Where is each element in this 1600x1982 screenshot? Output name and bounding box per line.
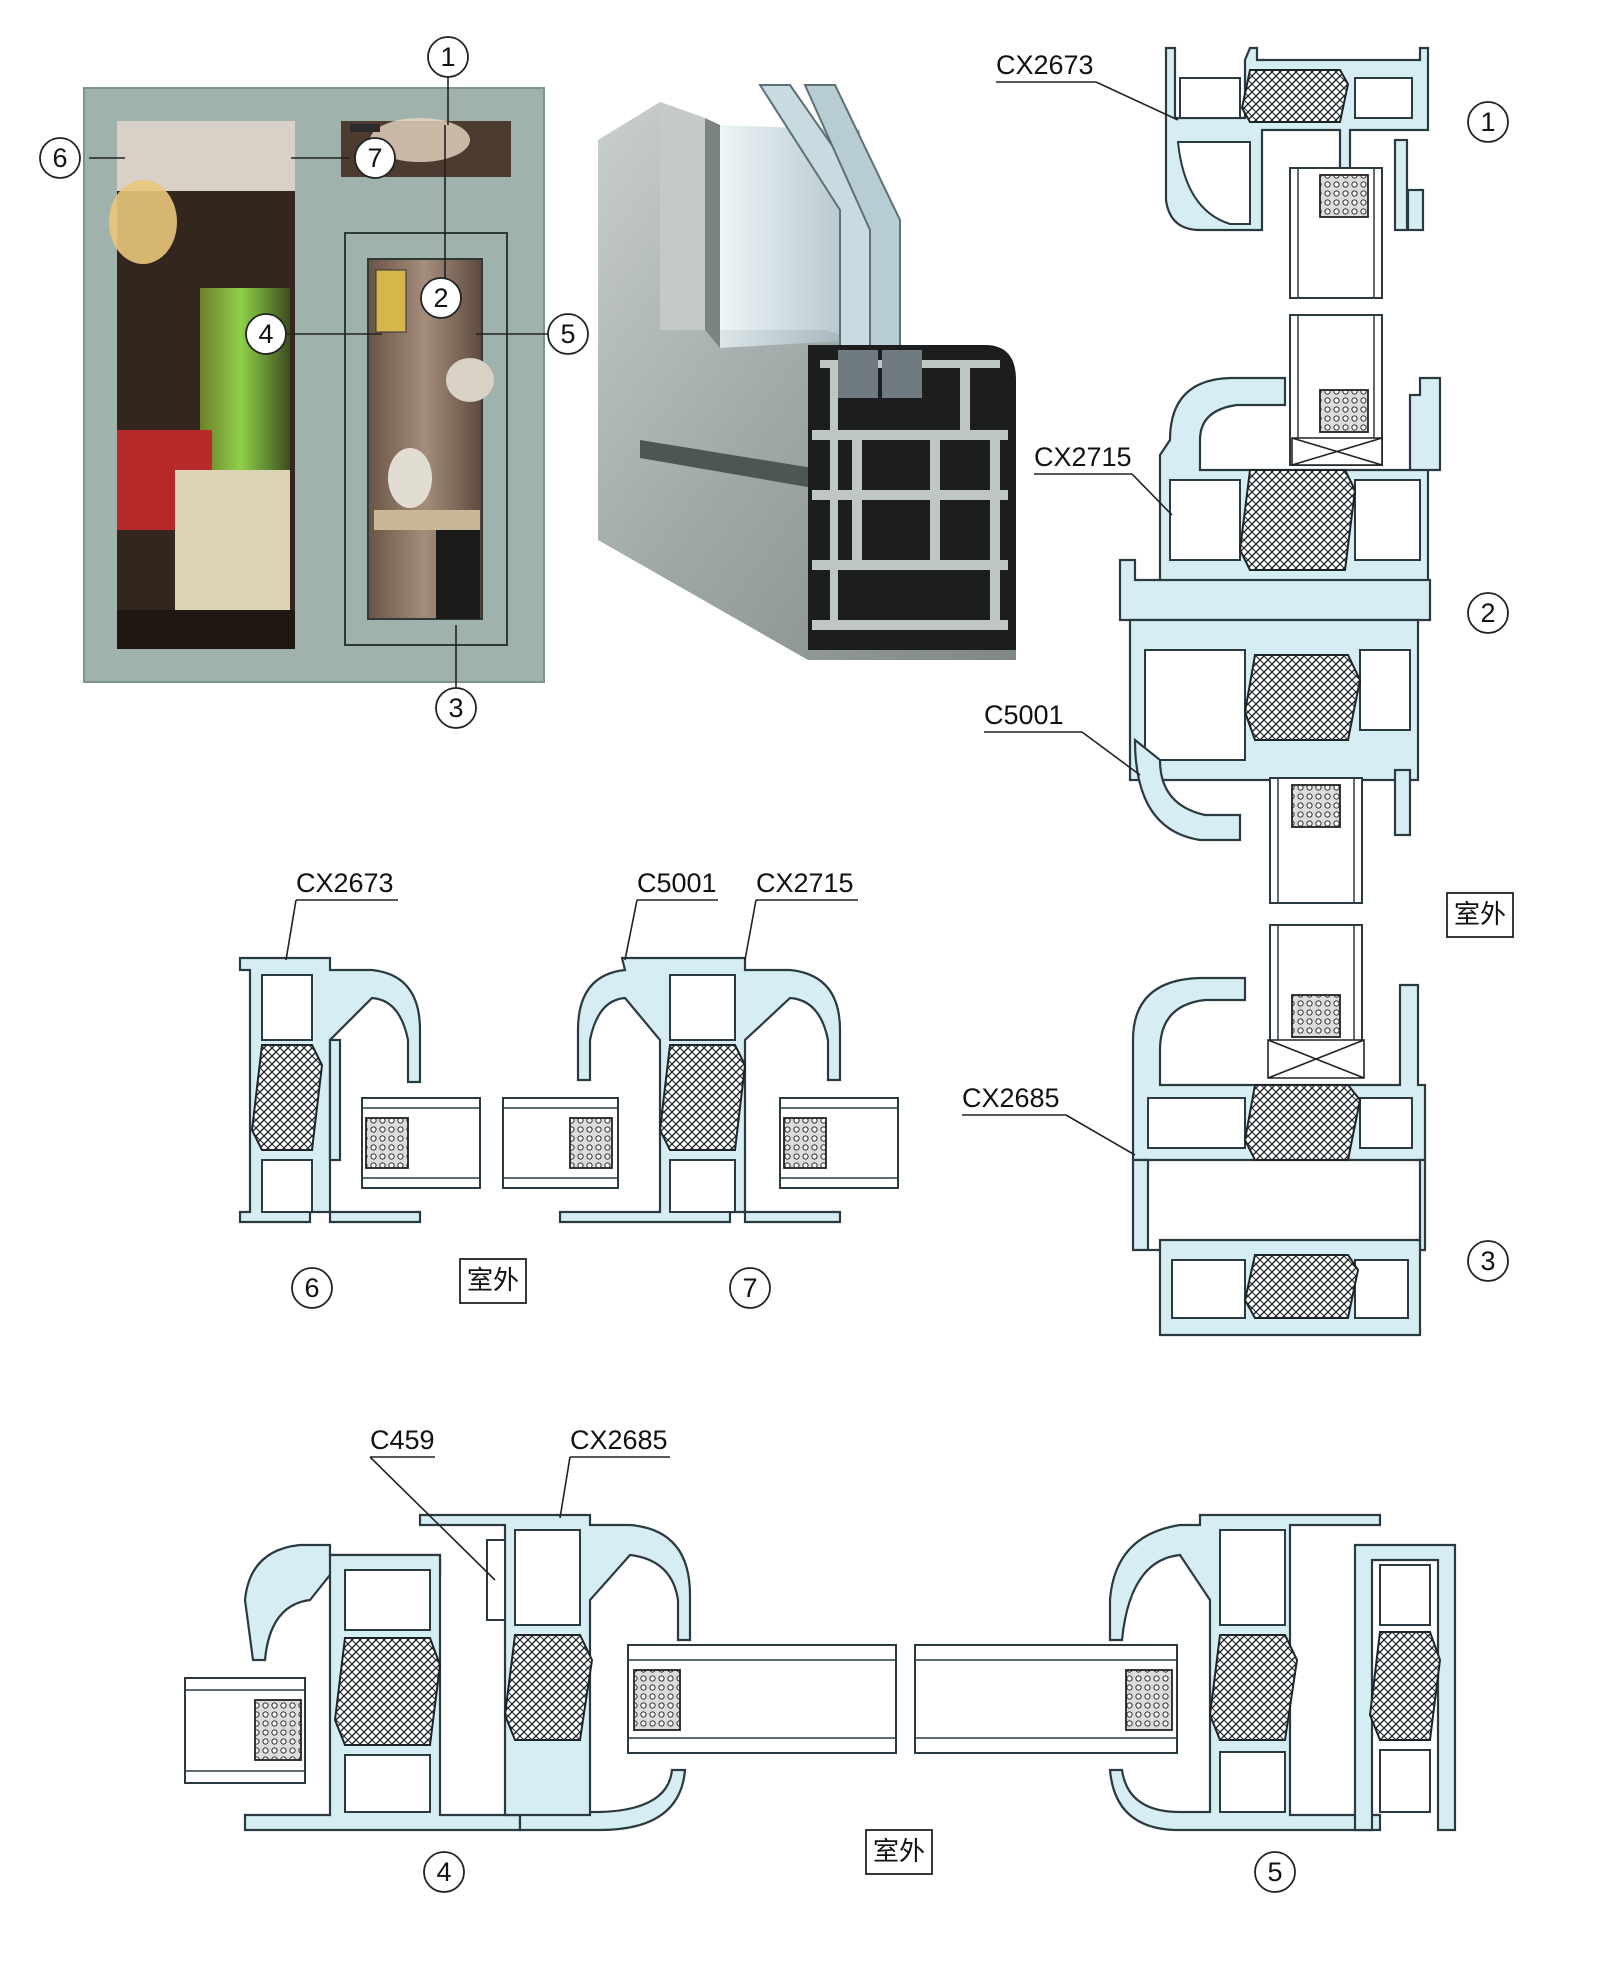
bottom-section-labels: C459 CX2685 4 5 室外: [369, 1425, 1296, 1893]
callout-2: 2: [420, 277, 462, 319]
photo-callouts: 1 2 3 4 5 6 7: [39, 36, 589, 729]
label-cx2673-mid: CX2673: [296, 868, 394, 898]
section-number-4: 4: [423, 1851, 465, 1893]
vertical-section-labels: CX2673 CX2715 C5001 CX2685 1 2 3 室外: [962, 50, 1514, 1282]
label-cx2715-right: CX2715: [1034, 442, 1132, 472]
middle-section-labels: CX2673 C5001 CX2715 6 7 室外: [285, 868, 858, 1309]
label-cx2685-right: CX2685: [962, 1083, 1060, 1113]
label-c5001-right: C5001: [984, 700, 1064, 730]
glazing-lower: [1267, 777, 1365, 1079]
svg-text:2: 2: [1480, 598, 1495, 628]
svg-text:室外: 室外: [1454, 900, 1506, 930]
svg-text:4: 4: [258, 319, 273, 349]
outdoor-label-bottom: 室外: [865, 1829, 933, 1875]
vertical-section: [1118, 46, 1442, 1337]
svg-text:7: 7: [367, 143, 382, 173]
section-5-profile: [1108, 1513, 1457, 1832]
svg-text:5: 5: [1267, 1857, 1282, 1887]
svg-text:1: 1: [440, 42, 455, 72]
svg-text:2: 2: [433, 283, 448, 313]
label-c459: C459: [370, 1425, 435, 1455]
section-number-3: 3: [1467, 1240, 1509, 1282]
section-7-profile: [558, 956, 842, 1224]
corner-render: [598, 84, 1016, 660]
middle-section: [238, 956, 899, 1224]
callout-6: 6: [39, 137, 81, 179]
section-number-1: 1: [1467, 101, 1509, 143]
svg-text:3: 3: [448, 693, 463, 723]
svg-text:室外: 室外: [873, 1837, 925, 1867]
photo-callout-leaders: [89, 70, 549, 688]
svg-text:6: 6: [304, 1273, 319, 1303]
label-cx2715-mid: CX2715: [756, 868, 854, 898]
callout-7: 7: [354, 137, 396, 179]
c459-insert: [486, 1539, 506, 1621]
glazing-6: [361, 1097, 619, 1189]
section-number-2: 2: [1467, 592, 1509, 634]
callout-1: 1: [427, 36, 469, 78]
section-4-profile: [243, 1513, 692, 1832]
section-number-7: 7: [729, 1267, 771, 1309]
svg-text:6: 6: [52, 143, 67, 173]
section-number-6: 6: [291, 1267, 333, 1309]
outdoor-label-middle: 室外: [459, 1258, 527, 1304]
section-number-5: 5: [1254, 1851, 1296, 1893]
section-1-profile: [1164, 46, 1430, 234]
label-c5001-mid: C5001: [637, 868, 717, 898]
callout-5: 5: [547, 313, 589, 355]
glazing-7: [779, 1097, 899, 1189]
svg-text:4: 4: [436, 1857, 451, 1887]
glazing-center: [627, 1644, 1178, 1754]
outdoor-label-right: 室外: [1446, 892, 1514, 938]
svg-text:室外: 室外: [467, 1266, 519, 1296]
svg-text:3: 3: [1480, 1246, 1495, 1276]
glazing-4-stub: [184, 1677, 306, 1784]
section-6-profile: [238, 956, 422, 1224]
svg-text:7: 7: [742, 1273, 757, 1303]
callout-4: 4: [245, 313, 287, 355]
window-photo: [83, 87, 545, 683]
svg-text:1: 1: [1480, 107, 1495, 137]
glazing-upper: [1289, 167, 1383, 466]
section-3-profile: [1131, 976, 1427, 1337]
svg-text:5: 5: [560, 319, 575, 349]
label-cx2685-bottom: CX2685: [570, 1425, 668, 1455]
label-cx2673-top: CX2673: [996, 50, 1094, 80]
left-pane-photo: [109, 121, 295, 649]
bottom-section: [184, 1513, 1457, 1832]
callout-3: 3: [435, 687, 477, 729]
section-2-profile: [1118, 376, 1442, 842]
